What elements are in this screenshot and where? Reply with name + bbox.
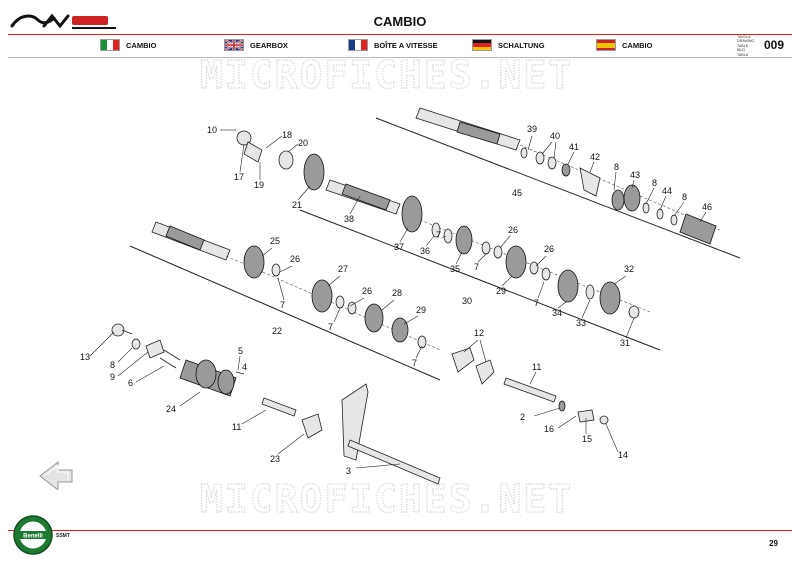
header-rule — [8, 57, 792, 58]
callout-3: 23 — [270, 454, 280, 464]
callout-23: 24 — [166, 404, 176, 414]
language-item-french: BOÎTE A VITESSE — [348, 38, 472, 52]
group-line-12 — [129, 245, 441, 381]
callout-41: 41 — [569, 142, 579, 152]
callout-8b: 8 — [652, 178, 657, 188]
callout-2b: 11 — [232, 422, 241, 432]
callout-12: 22 — [272, 326, 282, 336]
callout-31: 32 — [624, 264, 634, 274]
callout-33: 34 — [552, 308, 562, 318]
callout-37: 37 — [394, 242, 404, 252]
callout-26b: 26 — [544, 244, 554, 254]
watermark-bottom: MICROFICHES.NET — [200, 477, 573, 521]
callout-20: 20 — [298, 138, 308, 148]
language-item-german: SCHALTUNG — [472, 38, 596, 52]
layshaft — [236, 130, 651, 319]
callout-5: 6 — [128, 378, 133, 388]
drawing-label-stack: TAVOLA DRAWING TABLE BILD TABLA — [737, 35, 755, 57]
callout-26d: 26 — [362, 286, 372, 296]
callout-1: 3 — [346, 466, 351, 476]
language-label: GEARBOX — [250, 40, 288, 50]
callout-15: 16 — [544, 424, 554, 434]
callout-8d: 8 — [110, 360, 115, 370]
callout-7d: 7 — [280, 300, 285, 310]
callout-7f: 7 — [412, 358, 417, 368]
callout-7a: 7 — [436, 230, 441, 240]
brand-logo — [8, 8, 128, 34]
language-item-spanish: CAMBIO — [596, 38, 720, 52]
callout-24: 4 — [242, 362, 247, 372]
watermark-top: MICROFICHES.NET — [200, 53, 573, 97]
callout-40: 40 — [550, 131, 560, 141]
language-item-italian: CAMBIO — [100, 38, 224, 52]
callout-21: 21 — [292, 200, 302, 210]
callout-17: 17 — [234, 172, 244, 182]
brand-name: Benelli — [23, 534, 43, 540]
callout-10: 10 — [207, 125, 217, 135]
output-shaft — [415, 107, 721, 245]
callout-22: 30 — [462, 296, 472, 306]
callout-6: 9 — [110, 372, 115, 382]
callout-7c: 7 — [534, 298, 539, 308]
callout-9: 13 — [80, 352, 90, 362]
callout-26a: 26 — [508, 225, 518, 235]
callout-26c: 26 — [290, 254, 300, 264]
header-divider — [8, 34, 792, 35]
language-bar: CAMBIO GEARBOX BOÎTE A VITESSE SCHALTUNG… — [100, 38, 720, 52]
footer-divider — [8, 530, 792, 531]
callout-16: 2 — [520, 412, 525, 422]
callout-28: 28 — [392, 288, 402, 298]
language-label: CAMBIO — [126, 40, 157, 50]
group-line-45 — [375, 117, 741, 259]
drawing-number: 009 — [764, 38, 785, 52]
callout-38: 38 — [344, 214, 354, 224]
callout-44: 44 — [662, 186, 672, 196]
language-item-english: GEARBOX — [224, 38, 348, 52]
callout-13: 14 — [618, 450, 628, 460]
callout-labels: 10 18 20 17 19 21 38 39 40 41 42 8 43 8 … — [80, 124, 712, 476]
callout-25: 25 — [270, 236, 280, 246]
italy-flag-icon — [100, 39, 120, 51]
callout-8a: 8 — [614, 162, 619, 172]
benelli-badge-icon: Benelli — [12, 514, 54, 556]
language-label: BOÎTE A VITESSE — [374, 40, 438, 50]
uk-flag-icon — [224, 39, 244, 51]
callout-19: 19 — [254, 180, 264, 190]
language-label: CAMBIO — [622, 40, 653, 50]
callout-34: 29 — [496, 286, 506, 296]
callout-18: 18 — [282, 130, 292, 140]
callout-46: 46 — [702, 202, 712, 212]
language-label: SCHALTUNG — [498, 40, 545, 50]
callout-32: 33 — [576, 318, 586, 328]
callout-4: 5 — [238, 346, 243, 356]
callout-7b: 7 — [474, 262, 479, 272]
callout-8c: 8 — [682, 192, 687, 202]
selector-drum-assembly — [111, 323, 609, 485]
callout-45: 45 — [512, 188, 522, 198]
group-line-22 — [299, 209, 661, 351]
back-arrow-icon[interactable] — [36, 456, 76, 492]
model-code: SSMT — [56, 533, 70, 539]
callout-39: 39 — [527, 124, 537, 134]
input-shaft — [151, 221, 441, 351]
page-title: CAMBIO — [373, 14, 427, 29]
germany-flag-icon — [472, 39, 492, 51]
callout-42: 42 — [590, 152, 600, 162]
callout-14: 15 — [582, 434, 592, 444]
callout-36: 36 — [420, 246, 430, 256]
callout-11: 12 — [474, 328, 484, 338]
france-flag-icon — [348, 39, 368, 51]
callout-7e: 7 — [328, 322, 333, 332]
page-number: 29 — [769, 539, 778, 548]
callout-29: 29 — [416, 305, 426, 315]
callout-27: 27 — [338, 264, 348, 274]
callout-30: 31 — [620, 338, 630, 348]
callout-35: 35 — [450, 264, 460, 274]
callout-2a: 11 — [532, 362, 541, 372]
spain-flag-icon — [596, 39, 616, 51]
callout-43: 43 — [630, 170, 640, 180]
